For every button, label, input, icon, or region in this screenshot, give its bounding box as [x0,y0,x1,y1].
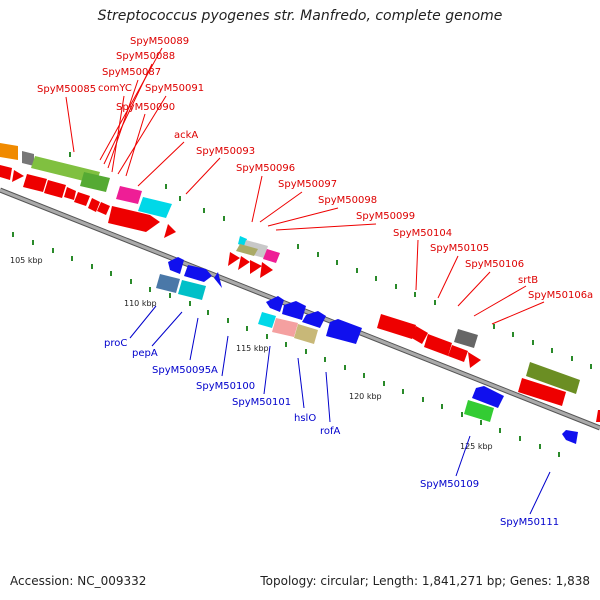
kbp-ticks [12,152,592,457]
label-SpyM50098: SpyM50098 [318,195,377,206]
label-SpyM50093: SpyM50093 [196,146,255,157]
label-SpyM50100: SpyM50100 [196,381,255,392]
reverse-genes [156,257,578,444]
label-SpyM50090: SpyM50090 [116,102,175,113]
label-SpyM50085: SpyM50085 [37,84,96,95]
label-SpyM50106a: SpyM50106a [528,290,593,301]
forward-genes [0,143,600,422]
label-SpyM50109: SpyM50109 [420,479,479,490]
kbp-label-115: 115 kbp [236,344,269,353]
label-SpyM50099: SpyM50099 [356,211,415,222]
map-title: Streptococcus pyogenes str. Manfredo, co… [97,8,503,24]
label-SpyM50091: SpyM50091 [145,83,204,94]
label-comYC: comYC [98,83,132,94]
label-proC: proC [104,338,127,349]
kbp-label-105: 105 kbp [10,256,43,265]
kbp-label-125: 125 kbp [460,442,493,451]
accession-text: Accession: NC_009332 [10,574,147,588]
label-srtB: srtB [518,275,538,286]
label-SpyM50104: SpyM50104 [393,228,452,239]
reverse-leader-lines [129,305,551,515]
label-SpyM50111: SpyM50111 [500,517,559,528]
forward-leader-lines [65,47,545,325]
label-SpyM50087: SpyM50087 [102,67,161,78]
label-SpyM50089: SpyM50089 [130,36,189,47]
label-SpyM50101: SpyM50101 [232,397,291,408]
label-ackA: ackA [174,130,198,141]
label-SpyM50105: SpyM50105 [430,243,489,254]
label-SpyM50095A: SpyM50095A [152,365,218,376]
genome-info-text: Topology: circular; Length: 1,841,271 bp… [260,574,590,588]
label-SpyM50097: SpyM50097 [278,179,337,190]
kbp-label-110: 110 kbp [124,299,157,308]
kbp-label-120: 120 kbp [349,392,382,401]
label-rofA: rofA [320,426,341,437]
label-SpyM50096: SpyM50096 [236,163,295,174]
label-hslO: hslO [294,413,316,424]
label-SpyM50106: SpyM50106 [465,259,524,270]
label-pepA: pepA [132,348,158,359]
label-SpyM50088: SpyM50088 [116,51,175,62]
